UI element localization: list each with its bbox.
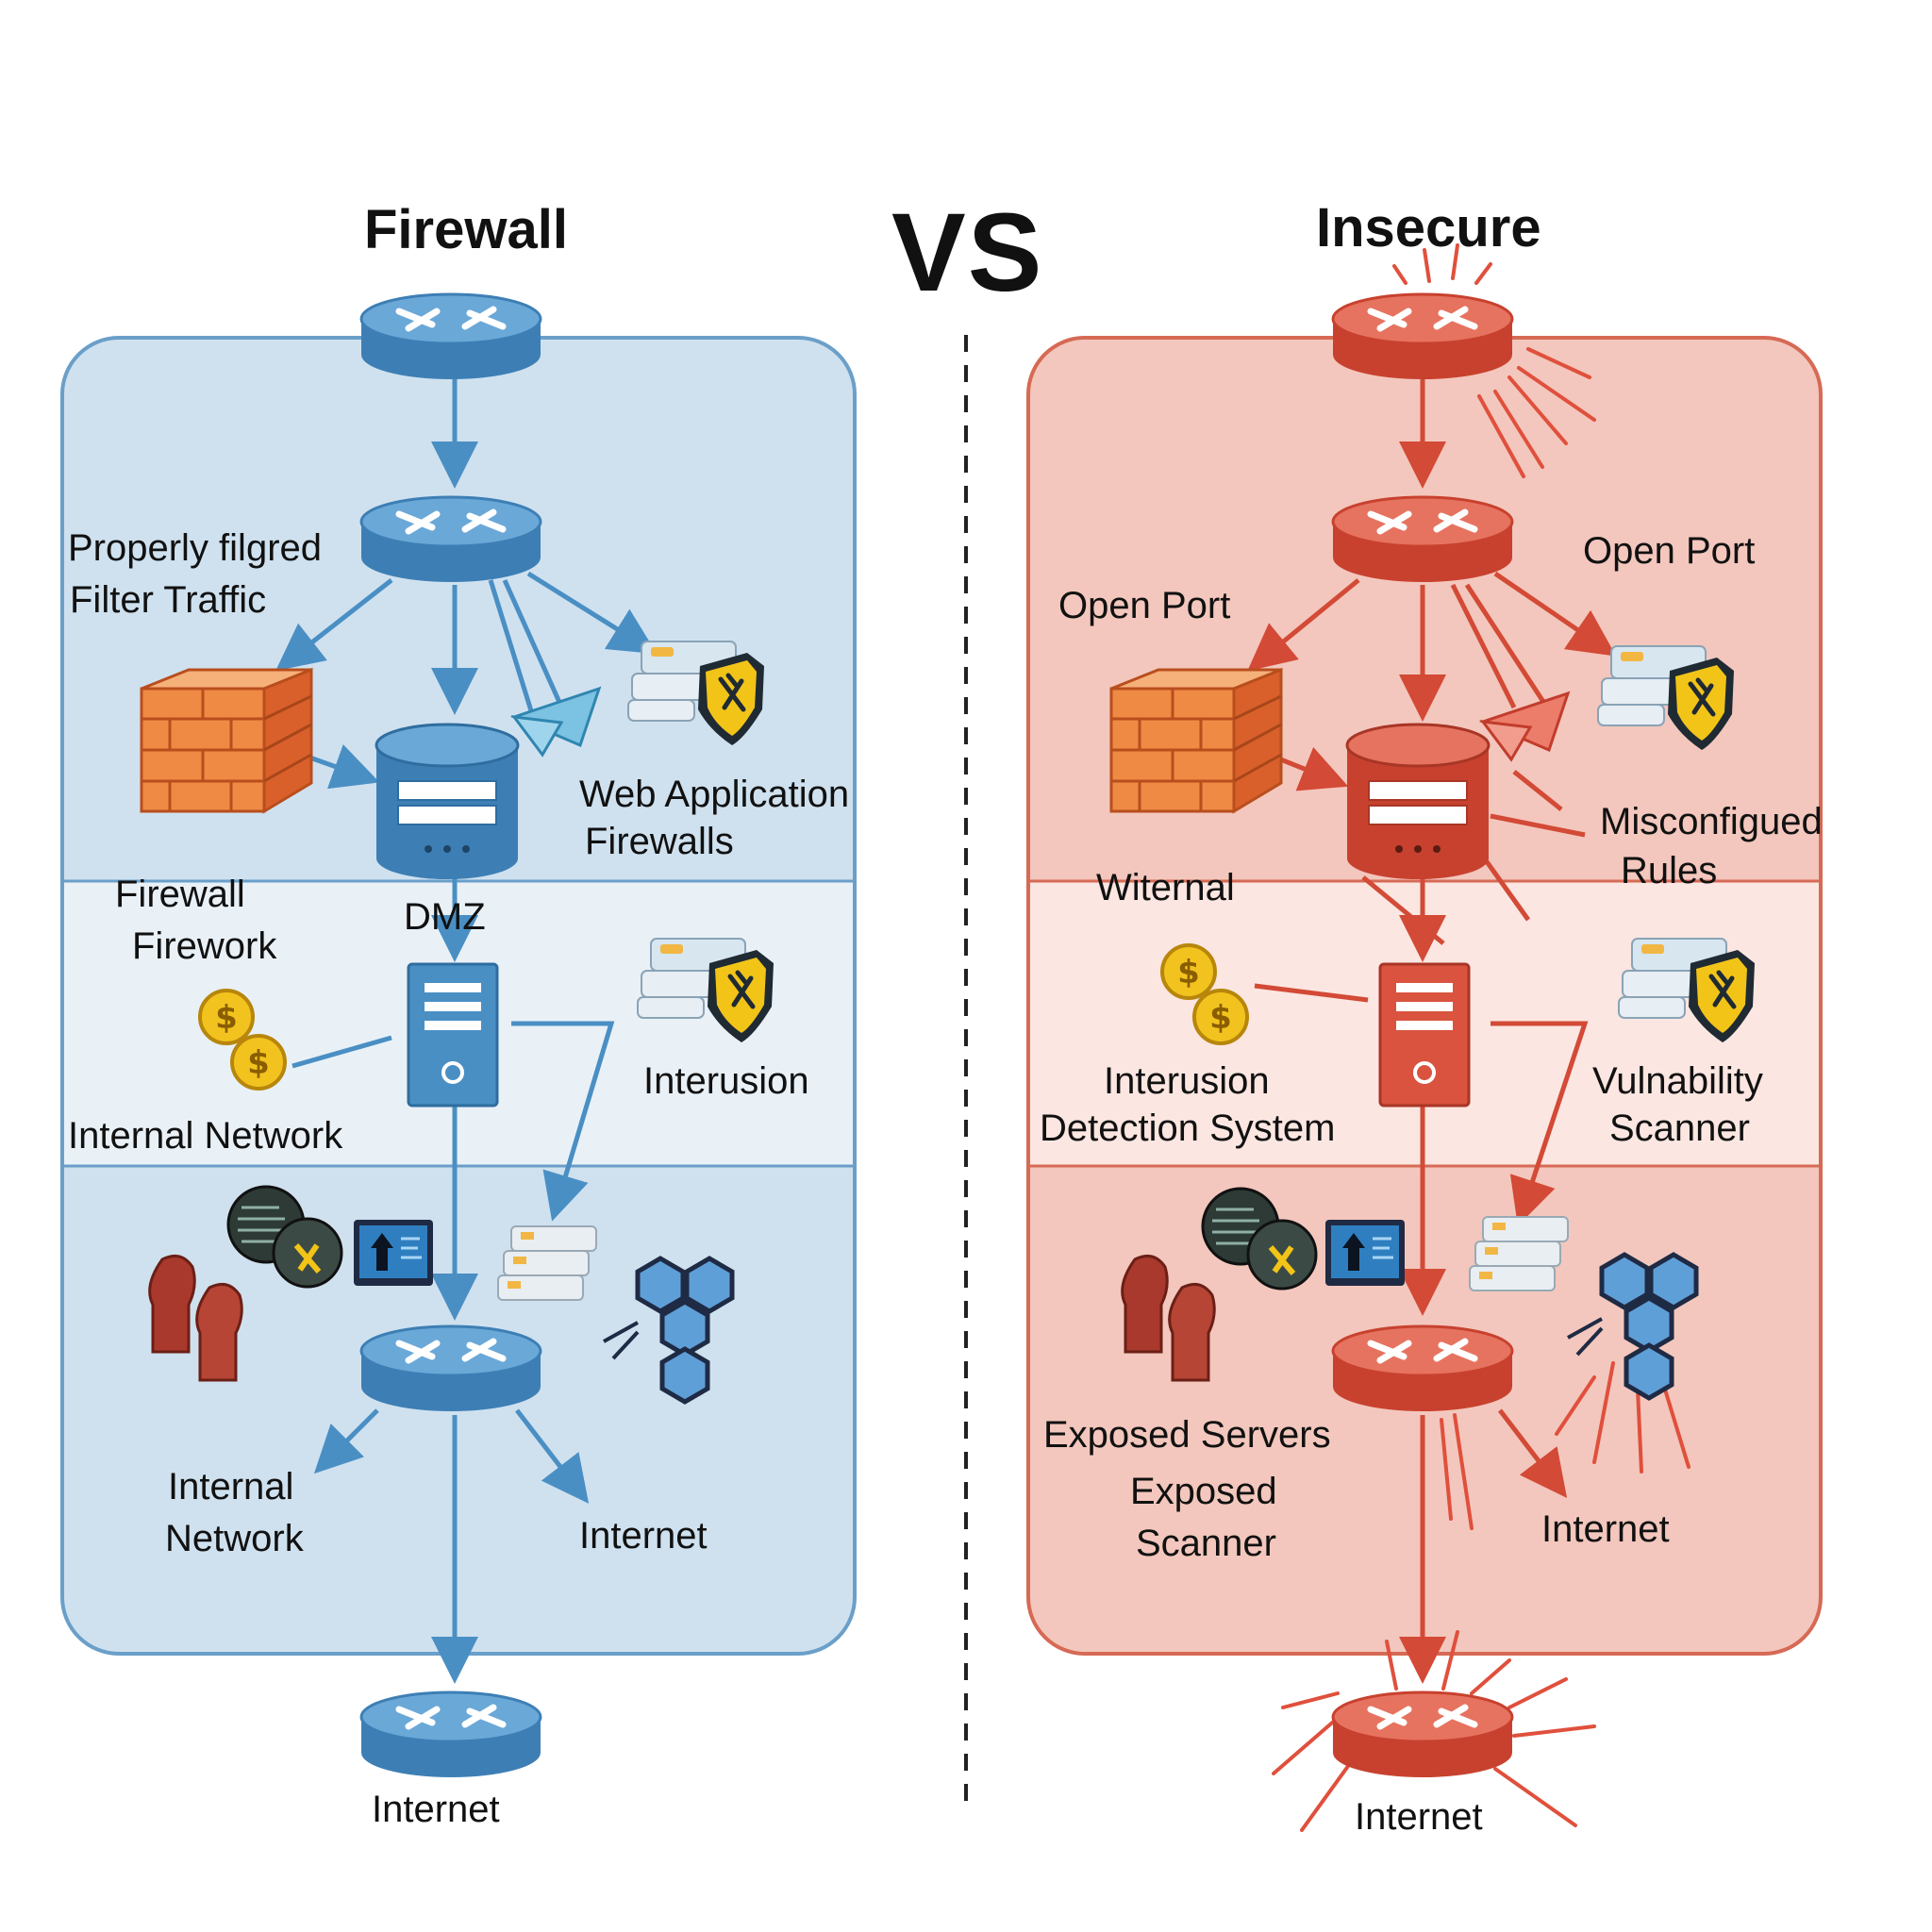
server-stack-icon-insecure [1469,1216,1569,1291]
heading-insecure: Insecure [1316,197,1541,258]
insecure-connections [1247,373,1617,1684]
monitor-icon-insecure [1324,1218,1407,1288]
router-edge-insecure [1333,497,1512,582]
label-exposed-scanner: Scanner [1136,1523,1276,1564]
label-misconfigued: Misconfigued [1600,801,1823,842]
label-dmz: DMZ [404,896,486,938]
label-rules: Rules [1621,850,1718,891]
router-internet-secure [361,1692,541,1777]
label-ids-line1: Interusion [1104,1060,1270,1102]
router-core-secure [361,1326,541,1411]
monitor-icon-secure [352,1218,435,1288]
label-interusion: Interusion [643,1060,809,1102]
label-internet-inner-insecure: Internet [1541,1508,1670,1550]
internal-server-insecure [1378,962,1471,1108]
label-internet-inner-secure: Internet [579,1515,708,1557]
label-waf-line1: Web Application [579,774,850,815]
router-top-secure [361,294,541,379]
brick-firewall-icon-secure [140,668,313,813]
label-internal: Internal [168,1466,294,1507]
label-exposed: Exposed [1130,1471,1277,1512]
secure-connections [275,373,658,1684]
label-exposed-servers: Exposed Servers [1043,1414,1331,1456]
label-firewall: Firewall [115,874,245,915]
label-waf-line2: Firewalls [585,821,734,862]
label-scanner: Scanner [1609,1108,1750,1149]
label-open-port-left: Open Port [1058,585,1231,626]
brick-firewall-icon-insecure [1109,668,1283,813]
dmz-server-secure [375,723,520,881]
heading-vs: VS [891,191,1044,315]
label-internet-bottom-secure: Internet [372,1789,500,1830]
label-properly-filtered: Properly filgred [68,527,323,569]
label-internet-bottom-insecure: Internet [1355,1796,1483,1838]
label-vulnability: Vulnability [1592,1060,1763,1102]
router-edge-secure [361,497,541,582]
router-internet-insecure [1333,1692,1512,1777]
label-firework: Firework [132,925,277,967]
label-filter-traffic: Filter Traffic [70,579,267,621]
heading-firewall: Firewall [364,199,568,260]
internal-server-secure [407,962,499,1108]
server-stack-icon-secure [497,1225,597,1301]
server-insecure [1345,723,1491,881]
label-network: Network [165,1518,304,1559]
label-ids-line2: Detection System [1040,1108,1336,1149]
label-open-port-right: Open Port [1583,530,1756,572]
router-top-insecure [1333,294,1512,379]
label-internal-network-mid: Internal Network [68,1115,343,1157]
label-witernal: Witernal [1096,867,1235,908]
router-core-insecure [1333,1326,1512,1411]
